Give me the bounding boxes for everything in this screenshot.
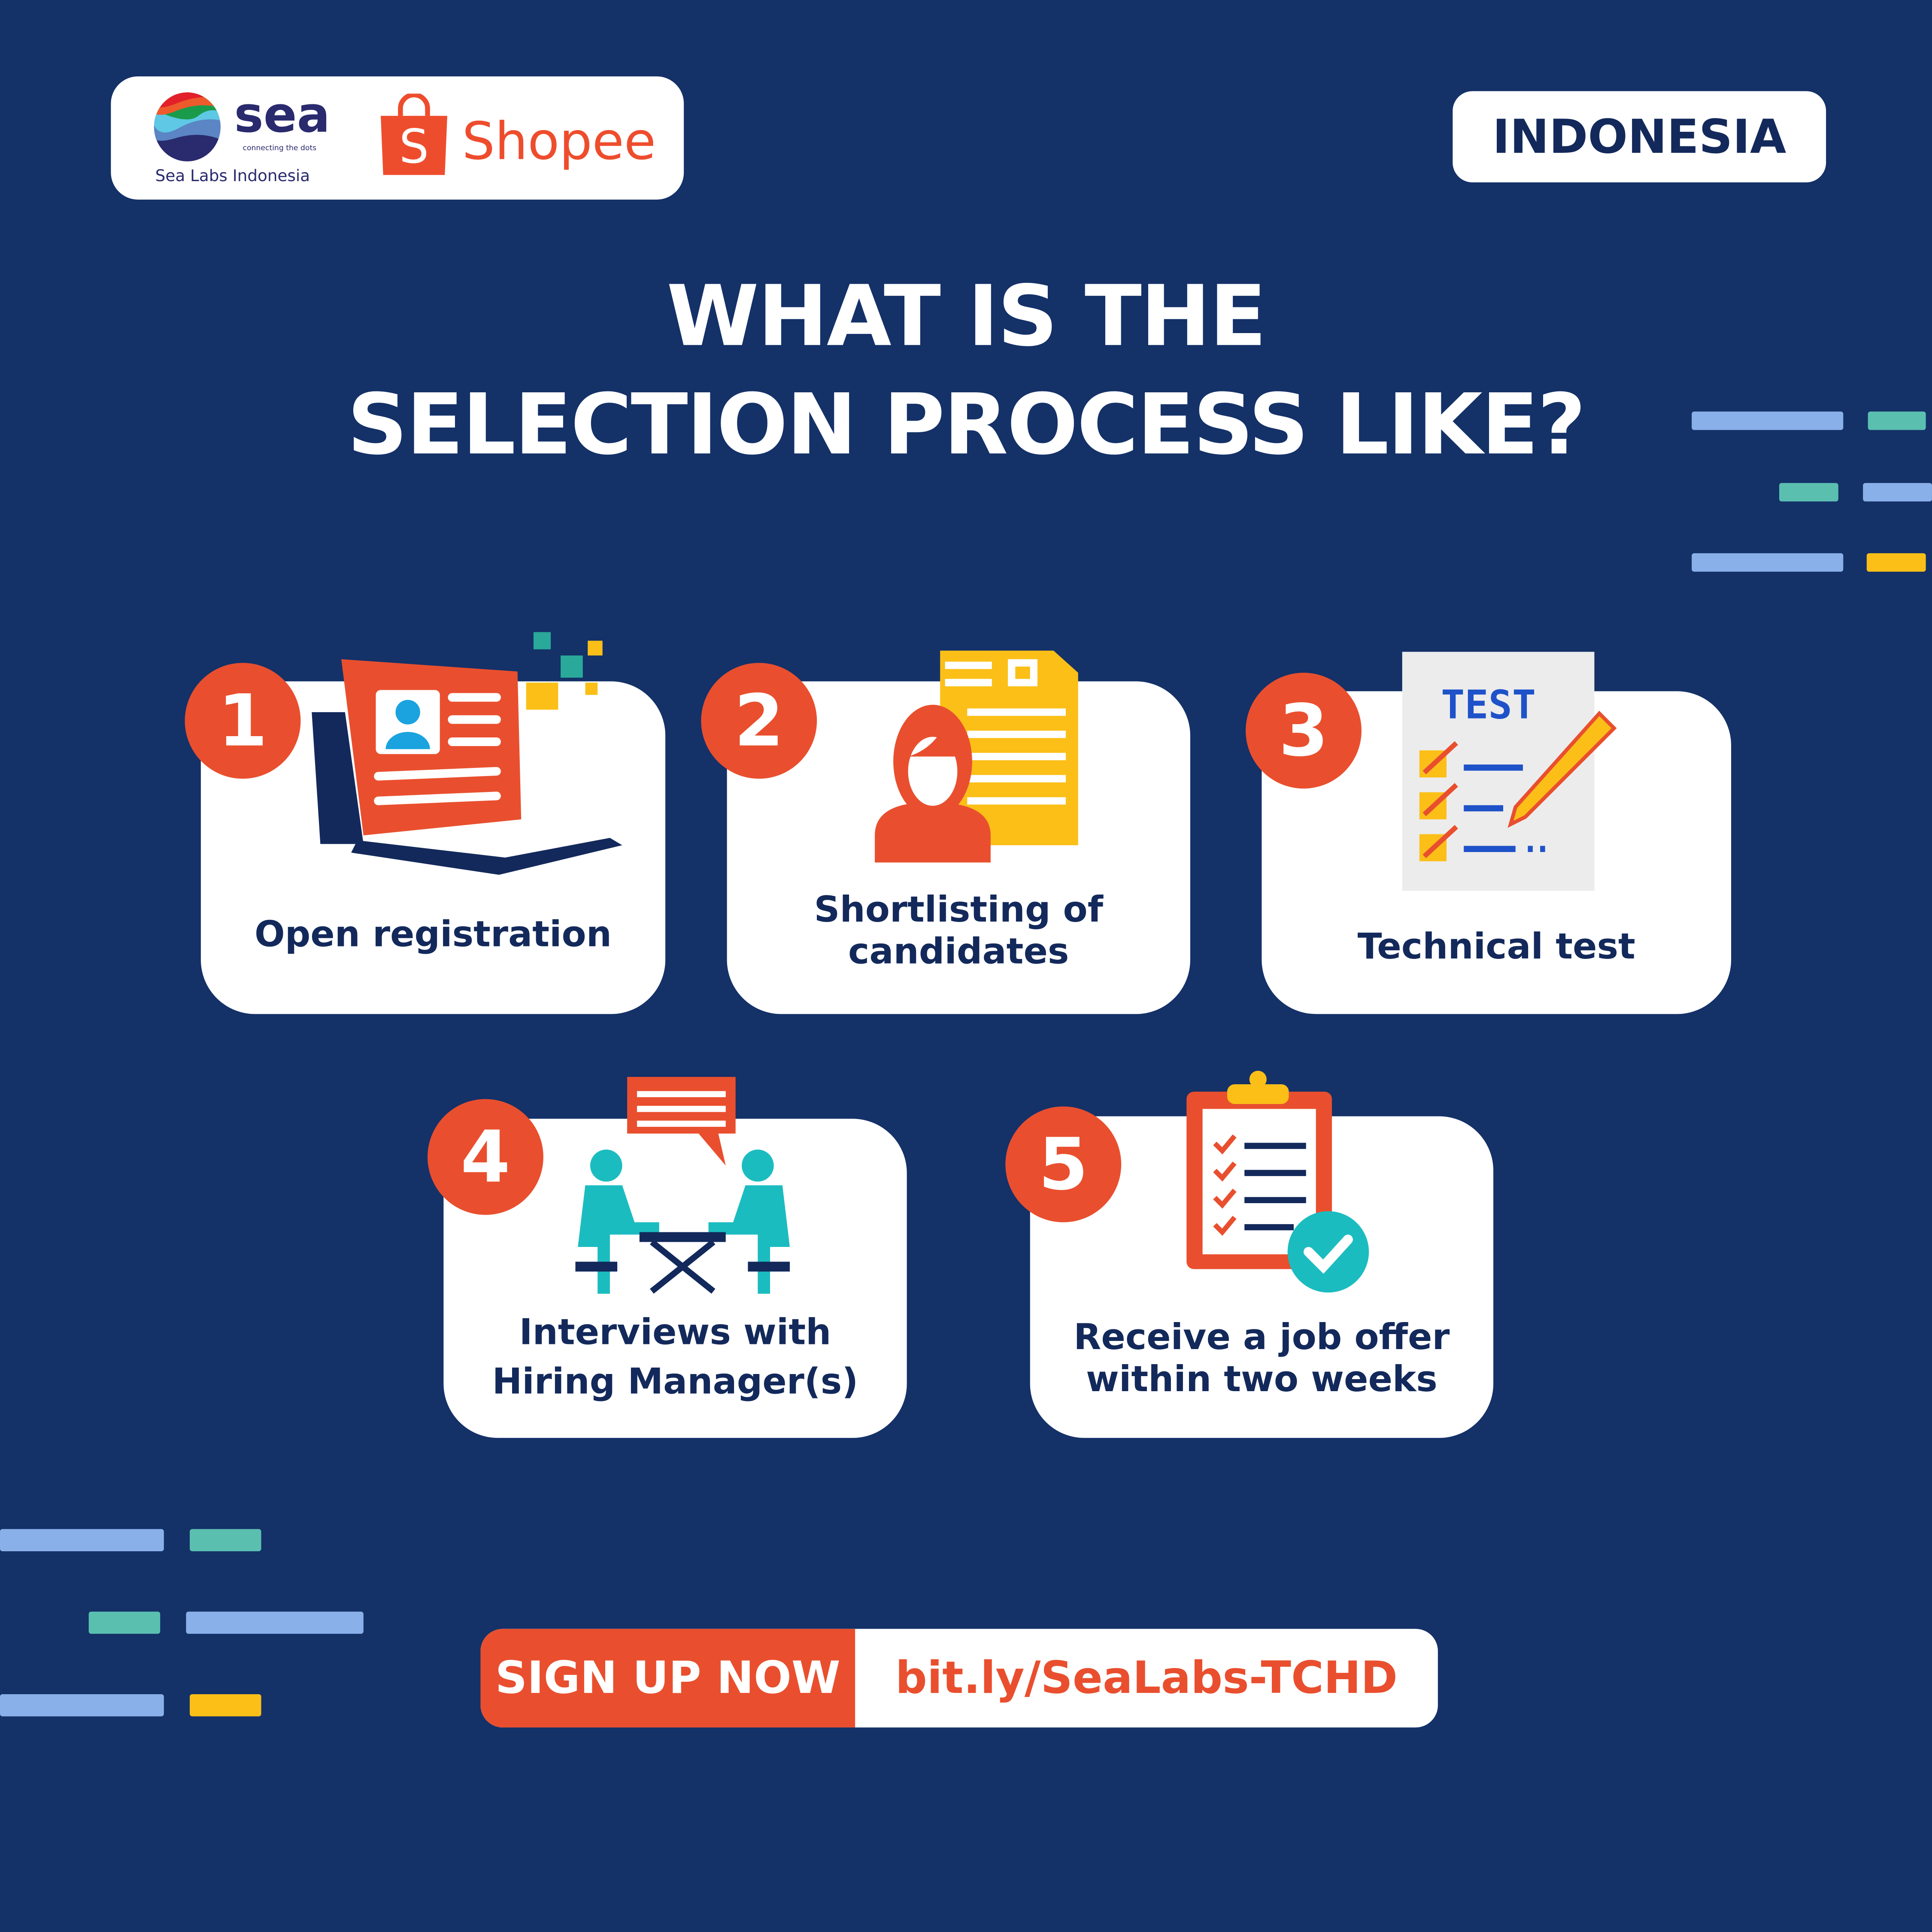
step-label-line-1: Receive a job offer: [1074, 1316, 1450, 1358]
decor-bar: [186, 1611, 364, 1634]
step-label-line-1: Interviews with: [519, 1311, 831, 1353]
decor-bar: [88, 1611, 161, 1634]
clipboard-offer-icon: [1186, 1071, 1369, 1293]
title-line-2: SELECTION PROCESS LIKE?: [347, 377, 1586, 475]
interview-icon: [575, 1077, 790, 1294]
step-label-line-2: Hiring Manager(s): [492, 1360, 858, 1402]
sea-logo-icon: [154, 92, 221, 162]
decor-bar: [190, 1529, 261, 1551]
step-label-line-2: candidates: [848, 930, 1069, 972]
step-number-1: 1: [185, 663, 301, 779]
sea-tagline: connecting the dots: [243, 144, 317, 153]
step-number-2: 2: [701, 663, 817, 779]
title-line-1: WHAT IS THE: [666, 268, 1267, 366]
step-label-line-2: within two weeks: [1086, 1358, 1438, 1400]
signup-bar[interactable]: SIGN UP NOW bit.ly/SeaLabs-TCHD: [480, 1629, 1438, 1728]
decor-bar: [1692, 553, 1844, 572]
laptop-registration-icon: [312, 632, 622, 875]
decor-bar: [1866, 553, 1926, 572]
svg-text:TEST: TEST: [1441, 682, 1536, 728]
country-badge: INDONESIA: [1453, 91, 1826, 182]
step-label: Open registration: [254, 913, 612, 955]
decor-bar: [1692, 411, 1844, 430]
sea-labs-text: Sea Labs Indonesia: [155, 167, 310, 186]
step-number-4: 4: [428, 1099, 543, 1215]
step-number-5: 5: [1005, 1106, 1122, 1222]
decor-bar: [0, 1694, 164, 1717]
svg-text:S: S: [399, 119, 429, 174]
signup-link[interactable]: bit.ly/SeaLabs-TCHD: [895, 1653, 1398, 1704]
step-label-line-1: Shortlisting of: [814, 888, 1103, 931]
candidate-document-icon: [875, 650, 1078, 863]
shopee-logo-text: Shopee: [462, 111, 656, 171]
test-paper-icon: TEST: [1402, 652, 1617, 891]
signup-button[interactable]: SIGN UP NOW: [480, 1629, 855, 1728]
step-label: Technical test: [1357, 925, 1635, 968]
decor-bar: [0, 1529, 164, 1551]
decor-bar: [190, 1694, 261, 1717]
step-number-3: 3: [1246, 673, 1362, 789]
decor-bar: [1868, 411, 1926, 430]
shopee-bag-icon: S: [380, 94, 447, 175]
sea-logo-text: sea: [234, 87, 331, 144]
decor-bar: [1863, 483, 1932, 502]
country-label: INDONESIA: [1492, 109, 1786, 164]
decor-bar: [1779, 483, 1838, 502]
logo-box: sea connecting the dots Sea Labs Indones…: [111, 76, 684, 200]
